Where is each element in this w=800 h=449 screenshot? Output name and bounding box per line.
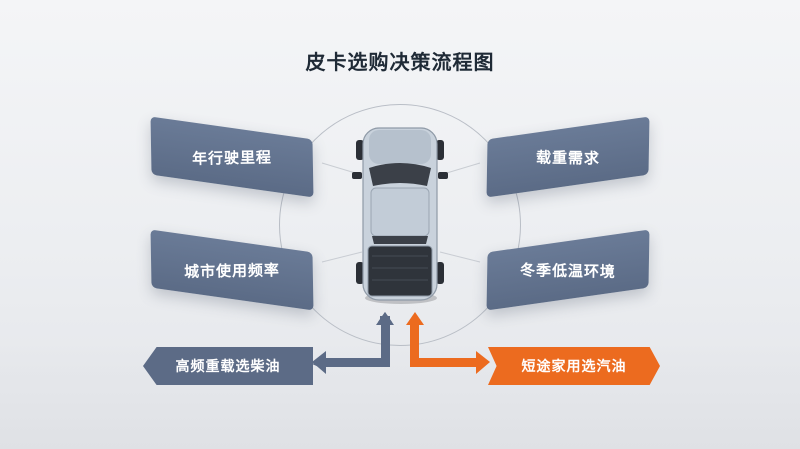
outcome-gasoline-label: 短途家用选汽油 — [521, 359, 627, 375]
outcome-diesel-tag: 高频重载选柴油 — [143, 347, 313, 385]
factor-label: 年行驶里程 — [191, 147, 273, 168]
factor-label: 冬季低温环境 — [519, 260, 617, 281]
factor-label: 载重需求 — [535, 147, 601, 168]
center-ring — [279, 104, 521, 346]
pickup-truck-icon — [352, 127, 448, 304]
connector-right-bottom — [439, 251, 481, 263]
diagram-title: 皮卡选购决策流程图 — [305, 50, 495, 74]
diesel-arrow — [312, 312, 394, 374]
outcome-gasoline-tag: 短途家用选汽油 — [488, 347, 660, 385]
gasoline-arrow — [406, 312, 490, 374]
connector-left-bottom — [321, 251, 363, 263]
floor-background — [0, 345, 800, 449]
factor-label: 城市使用频率 — [183, 260, 281, 281]
outcome-diesel-label: 高频重载选柴油 — [175, 359, 281, 375]
